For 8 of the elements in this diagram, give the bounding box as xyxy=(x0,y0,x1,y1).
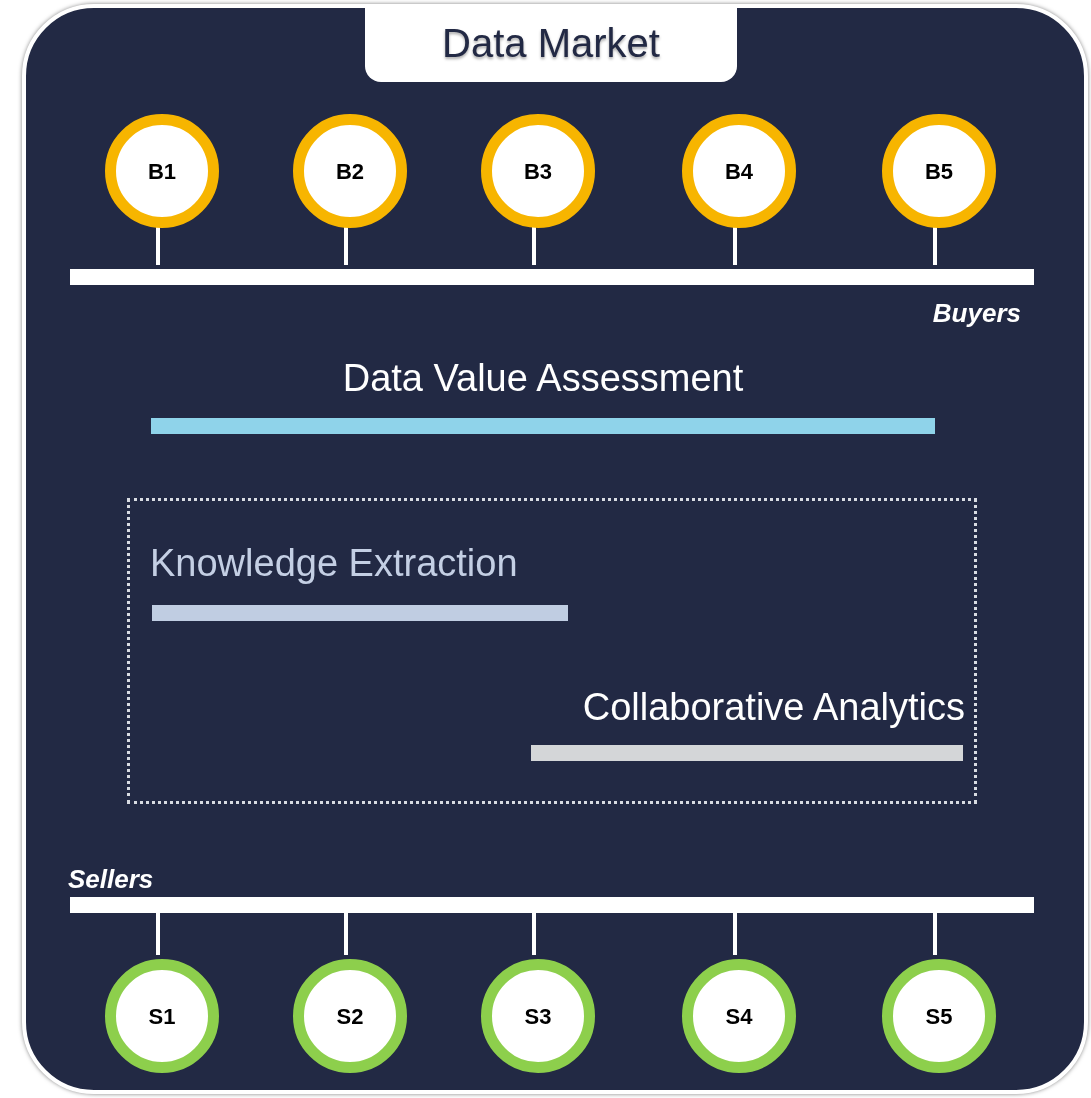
group-label: Sellers xyxy=(68,863,154,896)
layer-title: Knowledge Extraction xyxy=(150,541,519,586)
layer-title: Data Value Assessment xyxy=(341,356,745,401)
layer-title: Collaborative Analytics xyxy=(581,685,965,730)
bus-bar xyxy=(70,269,1034,285)
dotted-group-box xyxy=(127,498,977,804)
bus-bar xyxy=(70,897,1034,913)
group-label: Buyers xyxy=(932,297,1021,330)
